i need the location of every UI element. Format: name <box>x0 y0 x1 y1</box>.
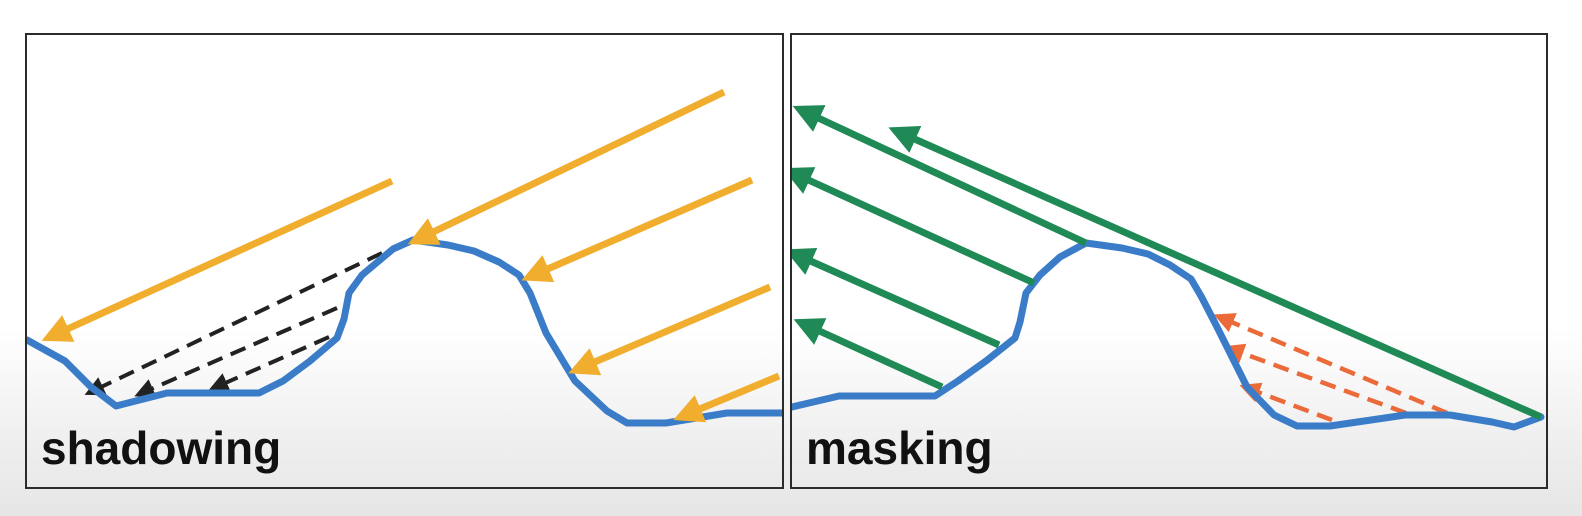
shadow-ray-1 <box>84 251 383 396</box>
masking-diagram <box>792 105 1545 431</box>
shadowing-diagram <box>27 88 782 427</box>
light-ray-1 <box>41 177 394 342</box>
surface-profile <box>792 239 1545 431</box>
masking-label: masking <box>806 422 993 474</box>
view-ray-3 <box>792 167 1036 287</box>
masked-ray-2 <box>1223 343 1407 416</box>
light-ray-4 <box>568 283 772 376</box>
view-ray-2 <box>888 125 1543 421</box>
shadowing-label: shadowing <box>41 422 282 474</box>
masked-ray-3 <box>1239 382 1333 423</box>
shadow-ray-2 <box>134 306 338 398</box>
shadow-rays <box>84 251 383 398</box>
masking-panel: masking <box>790 33 1548 489</box>
light-ray-2 <box>407 88 726 245</box>
view-ray-5 <box>793 318 944 391</box>
view-ray-1 <box>792 105 1088 247</box>
masked-rays <box>1213 313 1448 423</box>
shadow-ray-3 <box>208 335 330 392</box>
masked-ray-1 <box>1213 313 1448 416</box>
light-ray-5 <box>673 372 781 423</box>
shadowing-panel: shadowing <box>25 33 784 489</box>
view-rays <box>792 105 1543 421</box>
surface-profile <box>27 236 782 427</box>
light-rays <box>41 88 781 423</box>
view-ray-4 <box>792 247 1001 349</box>
light-ray-3 <box>521 176 754 283</box>
